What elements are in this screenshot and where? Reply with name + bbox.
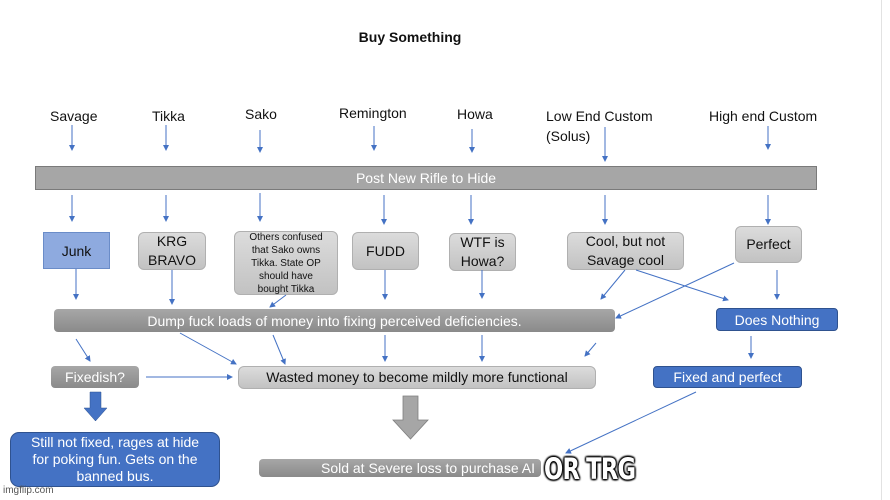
- reaction-krg-bravo-line2: BRAVO: [148, 252, 196, 268]
- still-not-fixed-line2: for poking fun. Gets on the: [32, 451, 198, 467]
- arrow-perfect-dump: [615, 262, 735, 319]
- source-low-end-custom: Low End Custom (Solus): [546, 106, 653, 146]
- fixed-and-perfect-box: Fixed and perfect: [653, 366, 802, 388]
- arrow-cool-nothing: [635, 269, 729, 302]
- reaction-sako-line: bought Tikka: [257, 283, 315, 295]
- reaction-wtf-howa-line1: WTF is: [460, 234, 505, 250]
- reaction-sako-line: Others confused: [249, 231, 323, 243]
- right-border: [881, 0, 882, 500]
- reaction-krg-bravo-line1: KRG: [156, 233, 188, 249]
- still-not-fixed-box: Still not fixed, rages at hide for pokin…: [10, 432, 220, 487]
- source-low-end-custom-line1: Low End Custom: [546, 108, 653, 124]
- reaction-cool-line1: Cool, but not: [585, 233, 666, 249]
- reaction-sako-confused: Others confused that Sako owns Tikka. St…: [234, 231, 338, 295]
- block-arrow-wasted-down: [392, 395, 429, 440]
- fixedish-box: Fixedish?: [51, 366, 139, 388]
- reaction-sako-line: Tikka. State OP: [251, 257, 321, 269]
- source-howa: Howa: [457, 106, 493, 122]
- source-tikka: Tikka: [152, 108, 185, 124]
- reaction-cool-line2: Savage cool: [586, 252, 665, 268]
- reaction-wtf-howa-line2: Howa?: [460, 253, 505, 269]
- source-remington: Remington: [339, 105, 407, 121]
- arrow-sako-dump: [269, 294, 287, 308]
- reaction-krg-bravo: KRG BRAVO: [138, 232, 206, 270]
- dump-money-label: Dump fuck loads of money into fixing per…: [147, 312, 522, 329]
- arrow-dump-wasted-2: [272, 334, 286, 365]
- source-high-end-custom: High end Custom: [709, 108, 818, 124]
- source-savage: Savage: [50, 108, 98, 124]
- post-new-rifle-bar: Post New Rifle to Hide: [35, 166, 817, 190]
- does-nothing-box: Does Nothing: [716, 308, 838, 331]
- arrow-dump-wasted-1: [179, 332, 237, 365]
- block-arrow-fixedish-down: [83, 391, 108, 422]
- reaction-junk-label: Junk: [61, 242, 92, 259]
- arrow-fixed-sold: [565, 391, 697, 454]
- reaction-fudd: FUDD: [352, 232, 419, 270]
- reaction-perfect: Perfect: [735, 226, 802, 263]
- arrow-dump-wasted-5: [584, 342, 597, 357]
- reaction-perfect-label: Perfect: [746, 236, 791, 252]
- fixed-and-perfect-label: Fixed and perfect: [673, 369, 782, 385]
- fixedish-label: Fixedish?: [65, 369, 125, 385]
- reaction-sako-line: should have: [259, 270, 313, 282]
- reaction-wtf-howa: WTF is Howa?: [449, 233, 516, 271]
- source-low-end-custom-line2: (Solus): [546, 128, 591, 144]
- imgflip-watermark: imgflip.com: [3, 485, 54, 496]
- reaction-cool-not-savage: Cool, but not Savage cool: [567, 232, 684, 270]
- reaction-sako-line: that Sako owns: [251, 244, 321, 256]
- meme-caption: OR TRG: [544, 452, 636, 486]
- wasted-money-label: Wasted money to become mildly more funct…: [266, 369, 568, 385]
- reaction-junk: Junk: [43, 232, 110, 269]
- does-nothing-label: Does Nothing: [734, 311, 820, 328]
- still-not-fixed-line1: Still not fixed, rages at hide: [30, 434, 200, 450]
- arrow-dump-fixedish: [75, 338, 91, 362]
- sold-at-loss-bar: Sold at Severe loss to purchase AI: [259, 459, 541, 477]
- dump-money-bar: Dump fuck loads of money into fixing per…: [54, 309, 615, 332]
- reaction-fudd-label: FUDD: [366, 242, 405, 259]
- still-not-fixed-line3: banned bus.: [76, 468, 154, 484]
- wasted-money-box: Wasted money to become mildly more funct…: [238, 366, 596, 389]
- diagram-title: Buy Something: [358, 29, 462, 45]
- sold-at-loss-label: Sold at Severe loss to purchase AI: [320, 460, 535, 476]
- post-new-rifle-label: Post New Rifle to Hide: [355, 170, 497, 186]
- source-sako: Sako: [245, 106, 277, 122]
- arrow-cool-dump: [600, 269, 626, 300]
